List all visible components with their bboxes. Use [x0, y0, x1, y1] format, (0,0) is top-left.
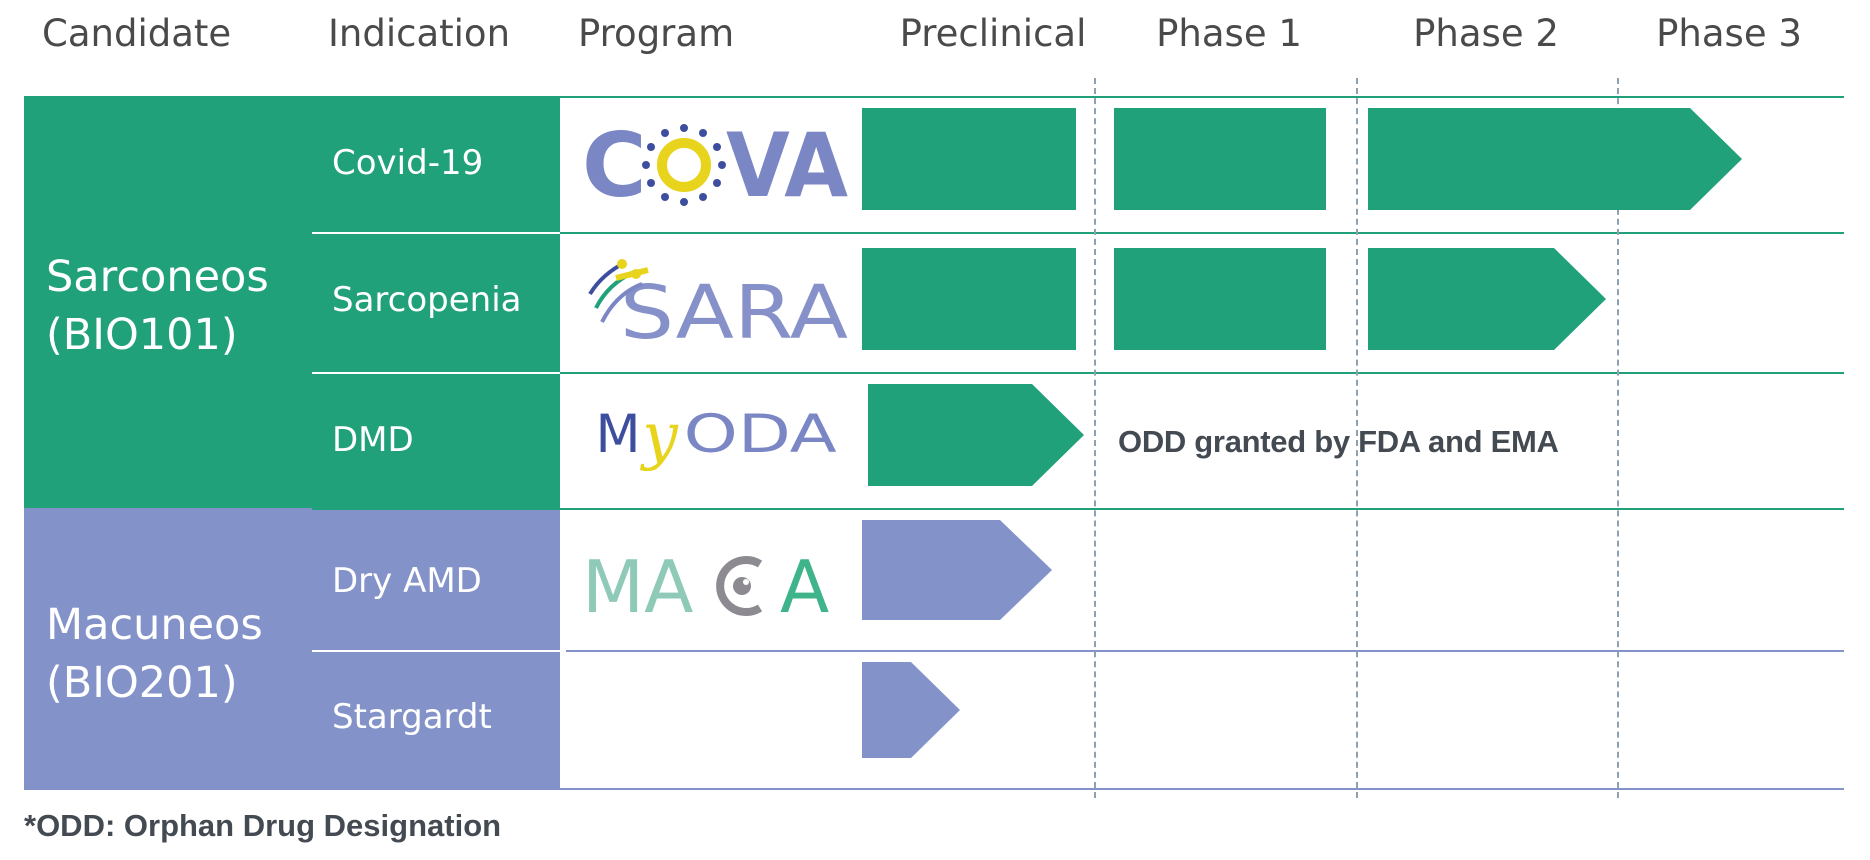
- column-header-candidate: Candidate: [42, 12, 232, 55]
- indication-label-dry-amd: Dry AMD: [332, 561, 482, 601]
- phase-bar-covid-19-phase-3: [1368, 108, 1742, 210]
- footnote: *ODD: Orphan Drug Designation: [24, 808, 502, 843]
- indication-label-covid-19: Covid-19: [332, 143, 484, 183]
- column-header-phase-1: Phase 1: [1156, 12, 1302, 55]
- svg-text:C: C: [582, 120, 647, 210]
- row-divider: [312, 508, 1844, 510]
- column-header-indication: Indication: [328, 12, 511, 55]
- phase-bar-dry-amd-preclinical: [862, 520, 1052, 620]
- candidate-name-sarconeos: Sarconeos (BIO101): [46, 252, 269, 360]
- phase-divider-phase-1-phase-2: [1356, 78, 1358, 798]
- indication-separator: [312, 372, 560, 374]
- candidate-block-macuneos: [24, 508, 560, 790]
- svg-text:ODA: ODA: [684, 405, 837, 465]
- phase-bar-sarcopenia-phase-2: [1368, 248, 1606, 350]
- row-divider: [560, 788, 1844, 790]
- indication-label-dmd: DMD: [332, 420, 414, 460]
- phase-bar-stargardt-preclinical: [862, 662, 960, 758]
- svg-text:y: y: [639, 399, 679, 472]
- phase-divider-preclinical-phase-1: [1094, 78, 1096, 798]
- sun-icon: [642, 124, 726, 206]
- candidate-block-sarconeos: [24, 96, 560, 508]
- phase-bar-dmd-preclinical: [868, 384, 1084, 486]
- row-divider: [560, 96, 1844, 98]
- phase-bar-sarcopenia-phase-1: [1114, 248, 1326, 350]
- cova-logo: C VA: [582, 120, 848, 210]
- phase-bar-covid-19-preclinical: [862, 108, 1076, 210]
- sara-logo: SARA: [588, 259, 848, 346]
- sparkle-icon: [588, 259, 649, 323]
- svg-text:VA: VA: [726, 120, 848, 210]
- svg-text:SARA: SARA: [620, 270, 848, 346]
- svg-text:A: A: [780, 545, 829, 628]
- odd-annotation: ODD granted by FDA and EMA: [1118, 424, 1559, 459]
- myoda-logo: M y ODA: [596, 399, 838, 472]
- column-header-preclinical: Preclinical: [899, 12, 1087, 55]
- row-divider: [560, 372, 1844, 374]
- maca-logo: MA A: [582, 545, 829, 628]
- svg-text:M: M: [596, 405, 641, 465]
- svg-text:MA: MA: [582, 545, 693, 628]
- indication-separator: [312, 232, 560, 234]
- phase-bar-covid-19-phase-1: [1114, 108, 1326, 210]
- column-header-phase-2: Phase 2: [1413, 12, 1559, 55]
- phase-divider-phase-2-phase-3: [1617, 78, 1619, 798]
- row-divider: [566, 650, 1844, 652]
- indication-label-sarcopenia: Sarcopenia: [332, 280, 522, 320]
- row-divider: [560, 232, 1844, 234]
- column-header-phase-3: Phase 3: [1656, 12, 1802, 55]
- indication-label-stargardt: Stargardt: [332, 697, 492, 737]
- candidate-name-macuneos: Macuneos (BIO201): [46, 600, 263, 708]
- column-header-program: Program: [578, 12, 735, 55]
- indication-separator: [312, 650, 560, 652]
- phase-bar-sarcopenia-preclinical: [862, 248, 1076, 350]
- eye-icon: [716, 556, 763, 616]
